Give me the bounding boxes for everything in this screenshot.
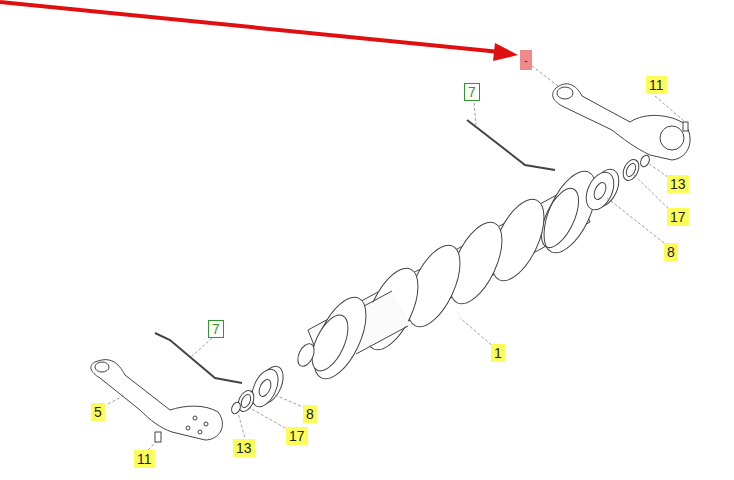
callout-number: 17 [286,427,308,445]
callout-number: 11 [646,76,667,94]
callout-number: 1 [491,344,505,362]
callout-number: 5 [91,403,105,421]
callout-number: 17 [667,208,689,226]
callout-number: 13 [233,439,255,457]
callout-number: 13 [667,175,689,193]
callout-number: 8 [303,405,317,423]
callout-number: 11 [134,450,155,468]
callout-number: 7 [464,83,480,101]
callout-number: 7 [208,320,224,338]
callout-number: - [520,50,532,70]
callout-number: 8 [664,243,678,261]
